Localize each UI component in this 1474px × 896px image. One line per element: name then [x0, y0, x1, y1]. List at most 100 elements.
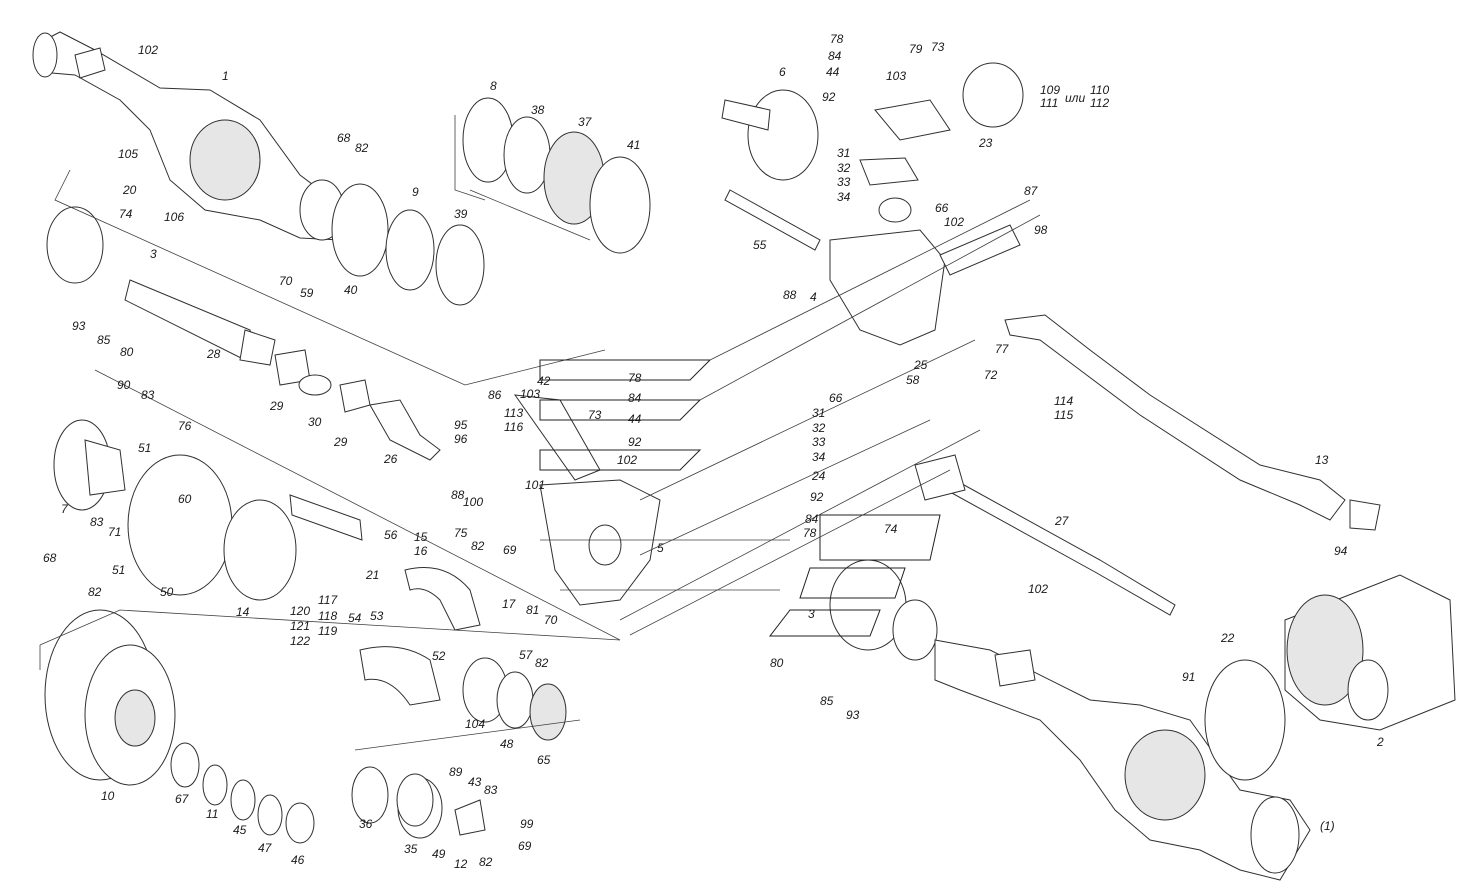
callout-label: 10 — [101, 789, 115, 803]
callout-label: 83 — [141, 388, 155, 402]
callout-label: 85 — [97, 333, 111, 347]
callout-label: 104 — [465, 717, 486, 731]
callout-label: 47 — [258, 841, 272, 855]
callout-label: 80 — [120, 345, 134, 359]
callout-label: 122 — [290, 634, 311, 648]
callout-label: 40 — [344, 283, 358, 297]
callout-label: 101 — [525, 478, 546, 492]
callout-label: 65 — [537, 753, 551, 767]
callout-label: 102 — [944, 215, 965, 229]
callout-label: 105 — [118, 147, 139, 161]
callout-label: 106 — [164, 210, 185, 224]
callout-label: 102 — [1028, 582, 1049, 596]
callout-label: 57 — [519, 648, 533, 662]
callout-label: 25 — [914, 358, 928, 372]
callout-label: 5 — [657, 541, 664, 555]
callout-label: 23 — [979, 136, 993, 150]
callout-label: 15 — [414, 530, 428, 544]
callout-label: 14 — [236, 605, 250, 619]
callout-label: 70 — [544, 613, 558, 627]
callout-label: 110 — [1090, 83, 1110, 97]
callout-label: 91 — [1182, 670, 1196, 684]
callout-label: 24 — [812, 469, 826, 483]
callout-label: 87 — [1024, 184, 1038, 198]
callout-label: 83 — [90, 515, 104, 529]
callout-label: 112 — [1090, 96, 1110, 110]
callout-label: 16 — [414, 544, 428, 558]
callout-label: 52 — [432, 649, 446, 663]
callout-label: 43 — [468, 775, 482, 789]
differential — [1204, 574, 1456, 781]
callout-label: 51 — [112, 563, 126, 577]
flange-hub-35 — [396, 773, 486, 836]
callout-label: 84 — [805, 512, 819, 526]
callout-label: 44 — [826, 65, 840, 79]
callout-label: 93 — [72, 319, 86, 333]
callout-label: 85 — [820, 694, 834, 708]
callout-label: 88 — [451, 488, 465, 502]
callout-label: 82 — [471, 539, 485, 553]
callout-label: 28 — [207, 347, 221, 361]
callout-label: 100 — [463, 495, 484, 509]
callout-label: 3 — [808, 607, 815, 621]
callout-label: 103 — [886, 69, 907, 83]
callout-label: 56 — [384, 528, 398, 542]
callout-label: 98 — [1034, 223, 1048, 237]
callout-label: 66 — [829, 391, 843, 405]
callout-label: 29 — [270, 399, 284, 413]
callout-label: 96 — [454, 432, 468, 446]
callout-label: 120 — [290, 604, 311, 618]
callout-label: 117 — [318, 593, 338, 607]
callout-label: 22 — [1221, 631, 1235, 645]
callout-label: 111 — [1040, 96, 1059, 110]
brake-drum — [44, 609, 176, 786]
callout-label: 86 — [488, 388, 502, 402]
callout-label: 31 — [837, 146, 851, 160]
callout-label: 69 — [503, 543, 517, 557]
seal-rings-top — [331, 97, 651, 306]
callout-label: 36 — [359, 817, 373, 831]
callout-label: 8 — [490, 79, 497, 93]
callout-label: 54 — [348, 611, 362, 625]
callout-label: 84 — [828, 49, 842, 63]
callout-label: 17 — [502, 597, 516, 611]
callout-label: 75 — [454, 526, 468, 540]
callout-label: 68 — [337, 131, 351, 145]
callout-label: 44 — [628, 412, 642, 426]
callout-label: 69 — [518, 839, 532, 853]
callout-label: 50 — [160, 585, 174, 599]
callout-label: 59 — [300, 286, 314, 300]
grouping-lines — [39, 115, 1041, 751]
callout-label: 103 — [520, 387, 541, 401]
callout-label: 109 — [1040, 83, 1061, 97]
callout-label: 6 — [779, 65, 786, 79]
hub-and-brake-plate — [53, 419, 363, 601]
callout-label: 13 — [1315, 453, 1329, 467]
callout-label: 81 — [526, 603, 540, 617]
callout-label: 84 — [628, 391, 642, 405]
callout-label: 82 — [355, 141, 369, 155]
callout-label: 82 — [535, 656, 549, 670]
callout-label: 73 — [931, 40, 945, 54]
callout-label: 4 — [810, 290, 817, 304]
callout-label: 3 — [150, 247, 157, 261]
steering-knuckle-upper-right — [721, 62, 1024, 346]
callout-label: 114 — [1054, 394, 1074, 408]
callout-label: 74 — [119, 207, 133, 221]
callout-label: 93 — [846, 708, 860, 722]
callout-label: 73 — [588, 408, 602, 422]
callout-label: 30 — [308, 415, 322, 429]
callout-label: 33 — [837, 175, 851, 189]
callout-label: 99 — [520, 817, 534, 831]
callout-label: 70 — [279, 274, 293, 288]
callout-label: 31 — [812, 406, 826, 420]
callout-label: 78 — [628, 371, 642, 385]
joint-parts — [274, 349, 441, 461]
callout-label: 71 — [108, 525, 122, 539]
callout-label: 48 — [500, 737, 514, 751]
callout-label: 102 — [138, 43, 159, 57]
axle-shaft-28 — [46, 206, 276, 366]
callout-label: 46 — [291, 853, 305, 867]
